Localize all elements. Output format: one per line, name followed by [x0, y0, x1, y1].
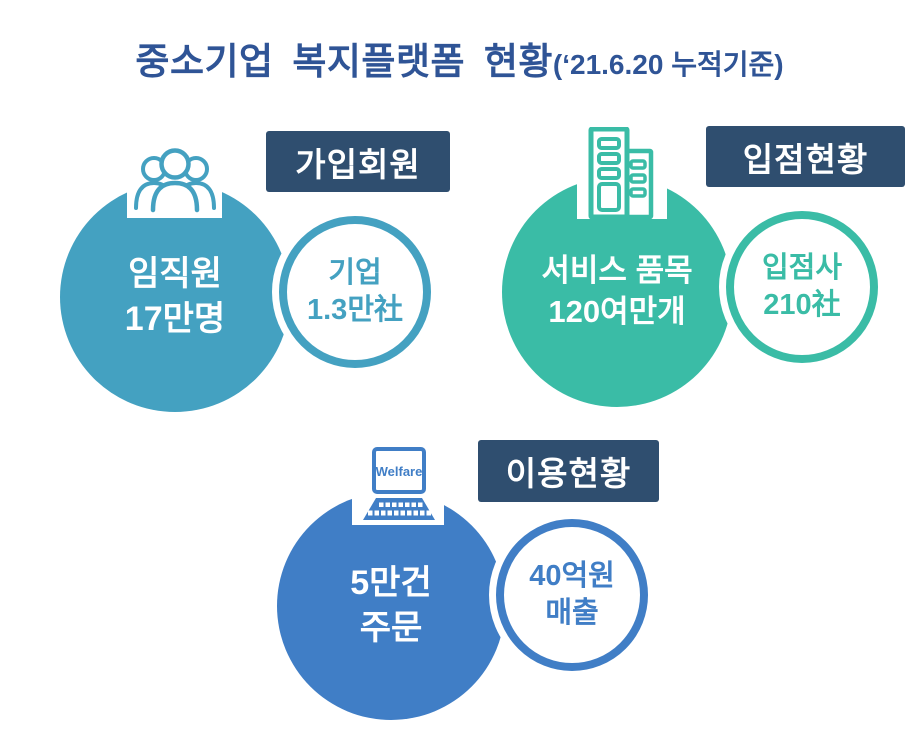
- stores-heading: 입점현황: [706, 126, 905, 187]
- service-items-label: 서비스 품목: [541, 253, 693, 289]
- small-circle-companies: 기업 1.3만社: [279, 216, 431, 368]
- laptop-screen-text: Welfare: [376, 464, 423, 479]
- small-circle-vendors: 입점사 210社: [726, 211, 878, 363]
- big-circle-orders: 5만건 주문: [277, 492, 505, 720]
- sales-value: 40억원: [529, 559, 615, 592]
- building-icon: [577, 125, 667, 219]
- vendors-label: 입점사: [761, 251, 843, 284]
- vendors-value: 210社: [763, 289, 841, 321]
- page-title-suffix: (‘21.6.20 누적기준): [552, 49, 784, 80]
- small-circle-sales: 40억원 매출: [496, 519, 648, 671]
- employees-label: 임직원: [128, 255, 222, 294]
- sales-label: 매출: [545, 597, 599, 629]
- people-icon: [127, 139, 222, 218]
- page-title-main: 중소기업 복지플랫폼 현황: [135, 41, 553, 82]
- usage-heading: 이용현황: [478, 440, 659, 502]
- orders-label: 주문: [359, 609, 423, 647]
- employees-value: 17만명: [124, 300, 226, 338]
- orders-value: 5만건: [350, 564, 432, 603]
- membership-heading-text: 가입회원: [295, 145, 421, 183]
- stores-heading-text: 입점현황: [742, 140, 869, 178]
- membership-heading: 가입회원: [266, 131, 450, 192]
- laptop-icon: Welfare: [352, 446, 444, 525]
- service-items-value: 120여만개: [548, 294, 686, 329]
- big-circle-employees: 임직원 17만명: [60, 182, 290, 412]
- companies-value: 1.3만社: [307, 294, 403, 326]
- page-title: 중소기업 복지플랫폼 현황(‘21.6.20 누적기준): [0, 31, 919, 85]
- usage-heading-text: 이용현황: [505, 455, 632, 492]
- companies-label: 기업: [328, 256, 382, 289]
